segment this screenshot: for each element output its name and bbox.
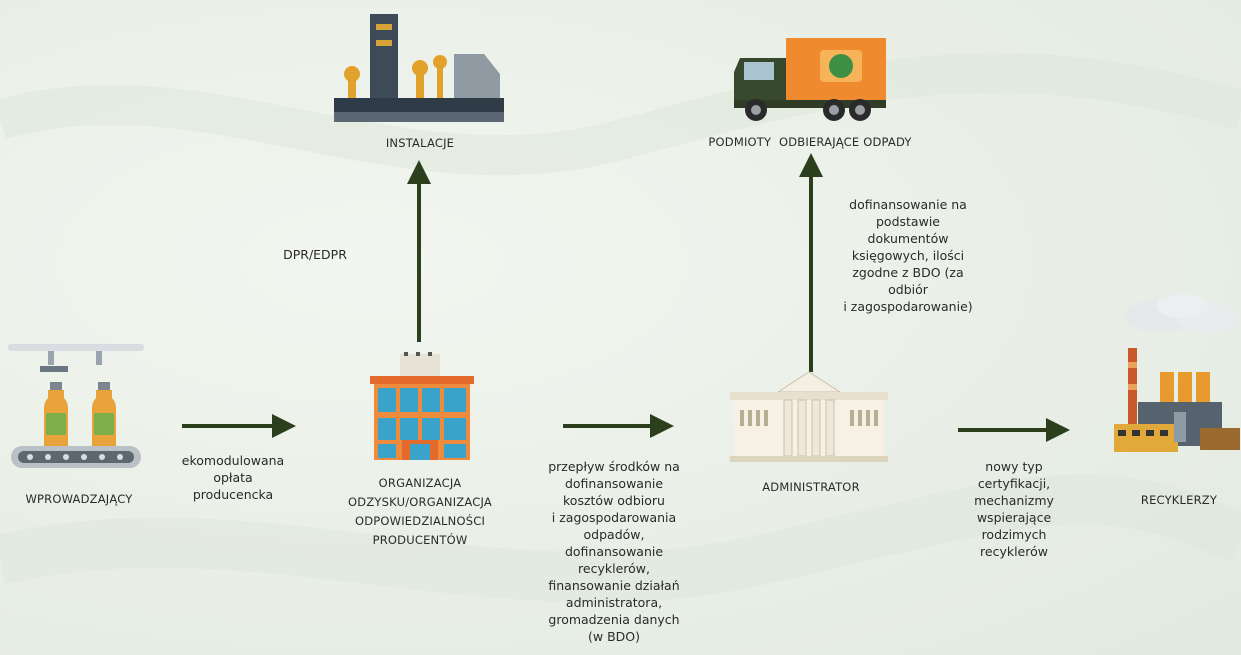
office-building-icon: [370, 352, 474, 460]
recycling-factory-icon: [1114, 294, 1240, 452]
node-label-organization: ORGANIZACJA ODZYSKU/ORGANIZACJA ODPOWIED…: [348, 476, 492, 547]
node-label-collectors: PODMIOTY ODBIERAJĄCE ODPADY: [708, 135, 912, 149]
flow-note-fee: ekomodulowana opłata producencka: [181, 453, 285, 502]
node-label-installations: INSTALACJE: [385, 136, 455, 150]
node-label-administrator: ADMINISTRATOR: [762, 480, 860, 494]
flow-note-recycler-support: nowy typ certyfikacji, mechanizmy wspier…: [974, 459, 1054, 559]
flow-note-collector-funding: dofinansowanie na podstawie dokumentów k…: [843, 197, 973, 314]
industrial-installation-icon: [334, 14, 504, 122]
government-building-icon: [730, 371, 888, 462]
garbage-truck-icon: [734, 38, 886, 121]
flow-note-dpr: DPR/EDPR: [283, 247, 347, 262]
node-label-recyclers: RECYKLERZY: [1140, 493, 1218, 507]
flow-note-funding: przepływ środków na dofinansowanie koszt…: [548, 459, 680, 644]
node-label-producer: WPROWADZAJĄCY: [25, 492, 133, 506]
bottling-line-icon: [8, 344, 144, 468]
